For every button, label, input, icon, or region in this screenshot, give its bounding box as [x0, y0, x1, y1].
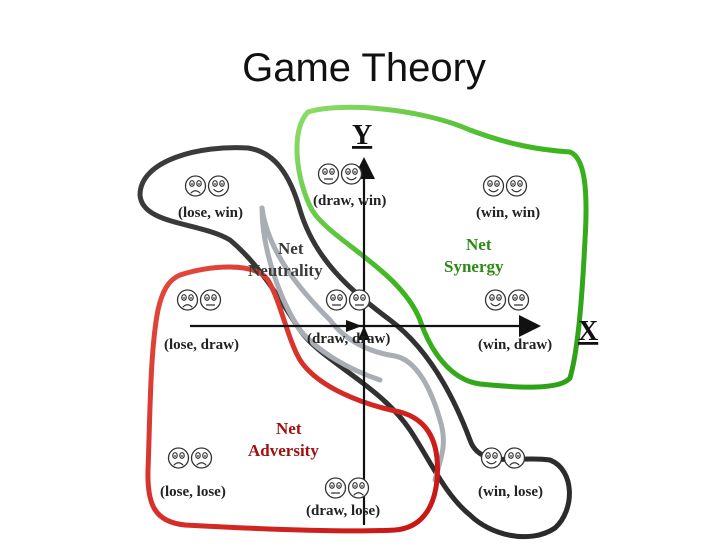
neutral-face-icon — [325, 289, 348, 311]
synergy-label-line1: Net — [466, 235, 492, 254]
adversity-region-outline — [145, 264, 441, 534]
happy-face-icon — [207, 175, 230, 197]
outcome-label-win-draw: (win, draw) — [478, 337, 552, 353]
neutral-face-icon — [348, 289, 371, 311]
outcome-label-lose-win: (lose, win) — [178, 205, 243, 221]
synergy-label-line2: Synergy — [444, 257, 504, 276]
neutral-face-icon — [507, 289, 530, 311]
neutrality-band-outline — [259, 205, 446, 483]
outcome-label-lose-draw: (lose, draw) — [164, 337, 239, 353]
outcome-label-win-lose: (win, lose) — [478, 484, 543, 500]
origin-arrow-up — [358, 326, 370, 340]
happy-face-icon — [480, 447, 503, 469]
sad-face-icon — [184, 175, 207, 197]
happy-face-icon — [505, 175, 528, 197]
neutral-face-icon — [199, 289, 222, 311]
happy-face-icon — [482, 175, 505, 197]
adversity-label-line1: Net — [276, 419, 302, 438]
neutrality-label-line2: Neutrality — [248, 261, 323, 280]
outcome-label-draw-lose: (draw, lose) — [306, 503, 380, 519]
page-title: Game Theory — [242, 46, 486, 90]
x-axis-label: X — [578, 316, 598, 347]
sad-face-icon — [167, 447, 190, 469]
neutral-face-icon — [324, 477, 347, 499]
sad-face-icon — [347, 477, 370, 499]
sad-face-icon — [176, 289, 199, 311]
outcome-label-draw-win: (draw, win) — [313, 193, 386, 209]
neutrality-band-outline-2 — [259, 205, 383, 383]
synergy-region-outline — [294, 104, 589, 390]
sad-face-icon — [190, 447, 213, 469]
outcome-label-lose-lose: (lose, lose) — [160, 484, 226, 500]
origin-arrow-right — [346, 320, 362, 332]
outcome-label-win-win: (win, win) — [476, 205, 540, 221]
neutrality-label-line1: Net — [278, 239, 304, 258]
adversity-label-line2: Adversity — [248, 441, 319, 460]
neutral-face-icon — [317, 163, 340, 185]
happy-face-icon — [484, 289, 507, 311]
happy-face-icon — [340, 163, 363, 185]
y-axis-label: Y — [352, 120, 372, 151]
sad-face-icon — [503, 447, 526, 469]
outcome-label-draw-draw: (draw, draw) — [307, 331, 390, 347]
faces-layer — [167, 163, 530, 499]
